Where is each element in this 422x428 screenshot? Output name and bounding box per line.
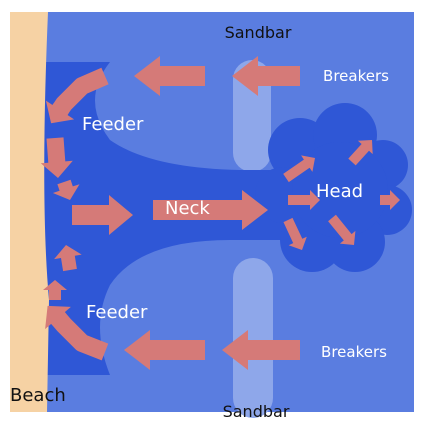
beach-label: Beach <box>10 385 66 406</box>
breakers-top-label: Breakers <box>323 67 389 85</box>
head-label: Head <box>316 181 363 202</box>
feeder-bottom-label: Feeder <box>86 302 148 323</box>
beach <box>10 12 49 412</box>
sandbar-bottom-label: Sandbar <box>223 402 290 421</box>
feeder-top-label: Feeder <box>82 114 144 135</box>
sandbar-top-label: Sandbar <box>225 23 292 42</box>
breakers-bottom-label: Breakers <box>321 343 387 361</box>
neck-label: Neck <box>165 198 210 219</box>
